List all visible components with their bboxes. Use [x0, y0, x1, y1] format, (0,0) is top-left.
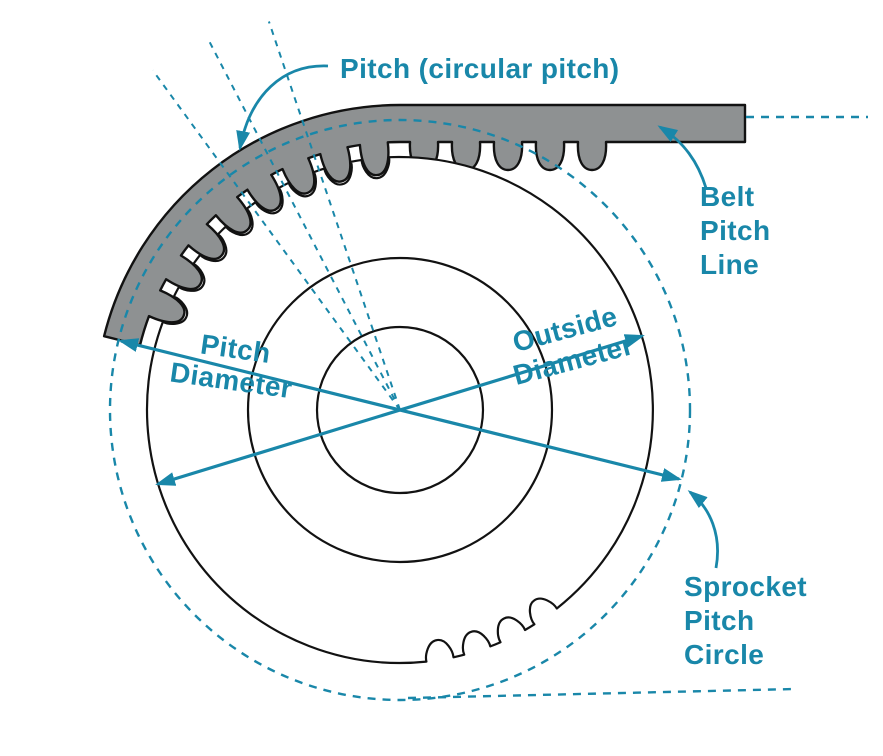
belt-pitch-line-label-line2: Pitch — [700, 215, 770, 246]
sprocket-pitch-circle-pointer-arrow — [687, 490, 719, 569]
sprocket-pitch-circle-label-line2: Pitch — [684, 605, 754, 636]
sprocket-pitch-circle-label-line1: Sprocket — [684, 571, 807, 602]
belt-pitch-line-label-line3: Line — [700, 249, 759, 280]
sprocket-pitch-circle-label: Sprocket Pitch Circle — [684, 571, 807, 670]
pitch-circle-extension — [407, 687, 796, 700]
belt-pitch-line-label-line1: Belt — [700, 181, 755, 212]
sprocket-pitch-circle — [108, 118, 692, 702]
sprocket-pitch-circle-label-line3: Circle — [684, 639, 764, 670]
circular-pitch-label: Pitch (circular pitch) — [340, 53, 620, 84]
belt-pitch-line-label: Belt Pitch Line — [700, 181, 770, 280]
belt-pitch-line-pointer-arrow — [657, 125, 708, 189]
circular-pitch-pointer-arrow — [236, 64, 329, 151]
outside-diameter-arrow — [155, 334, 645, 486]
timing-belt — [102, 103, 747, 347]
circular-pitch-construction-lines — [151, 21, 401, 411]
